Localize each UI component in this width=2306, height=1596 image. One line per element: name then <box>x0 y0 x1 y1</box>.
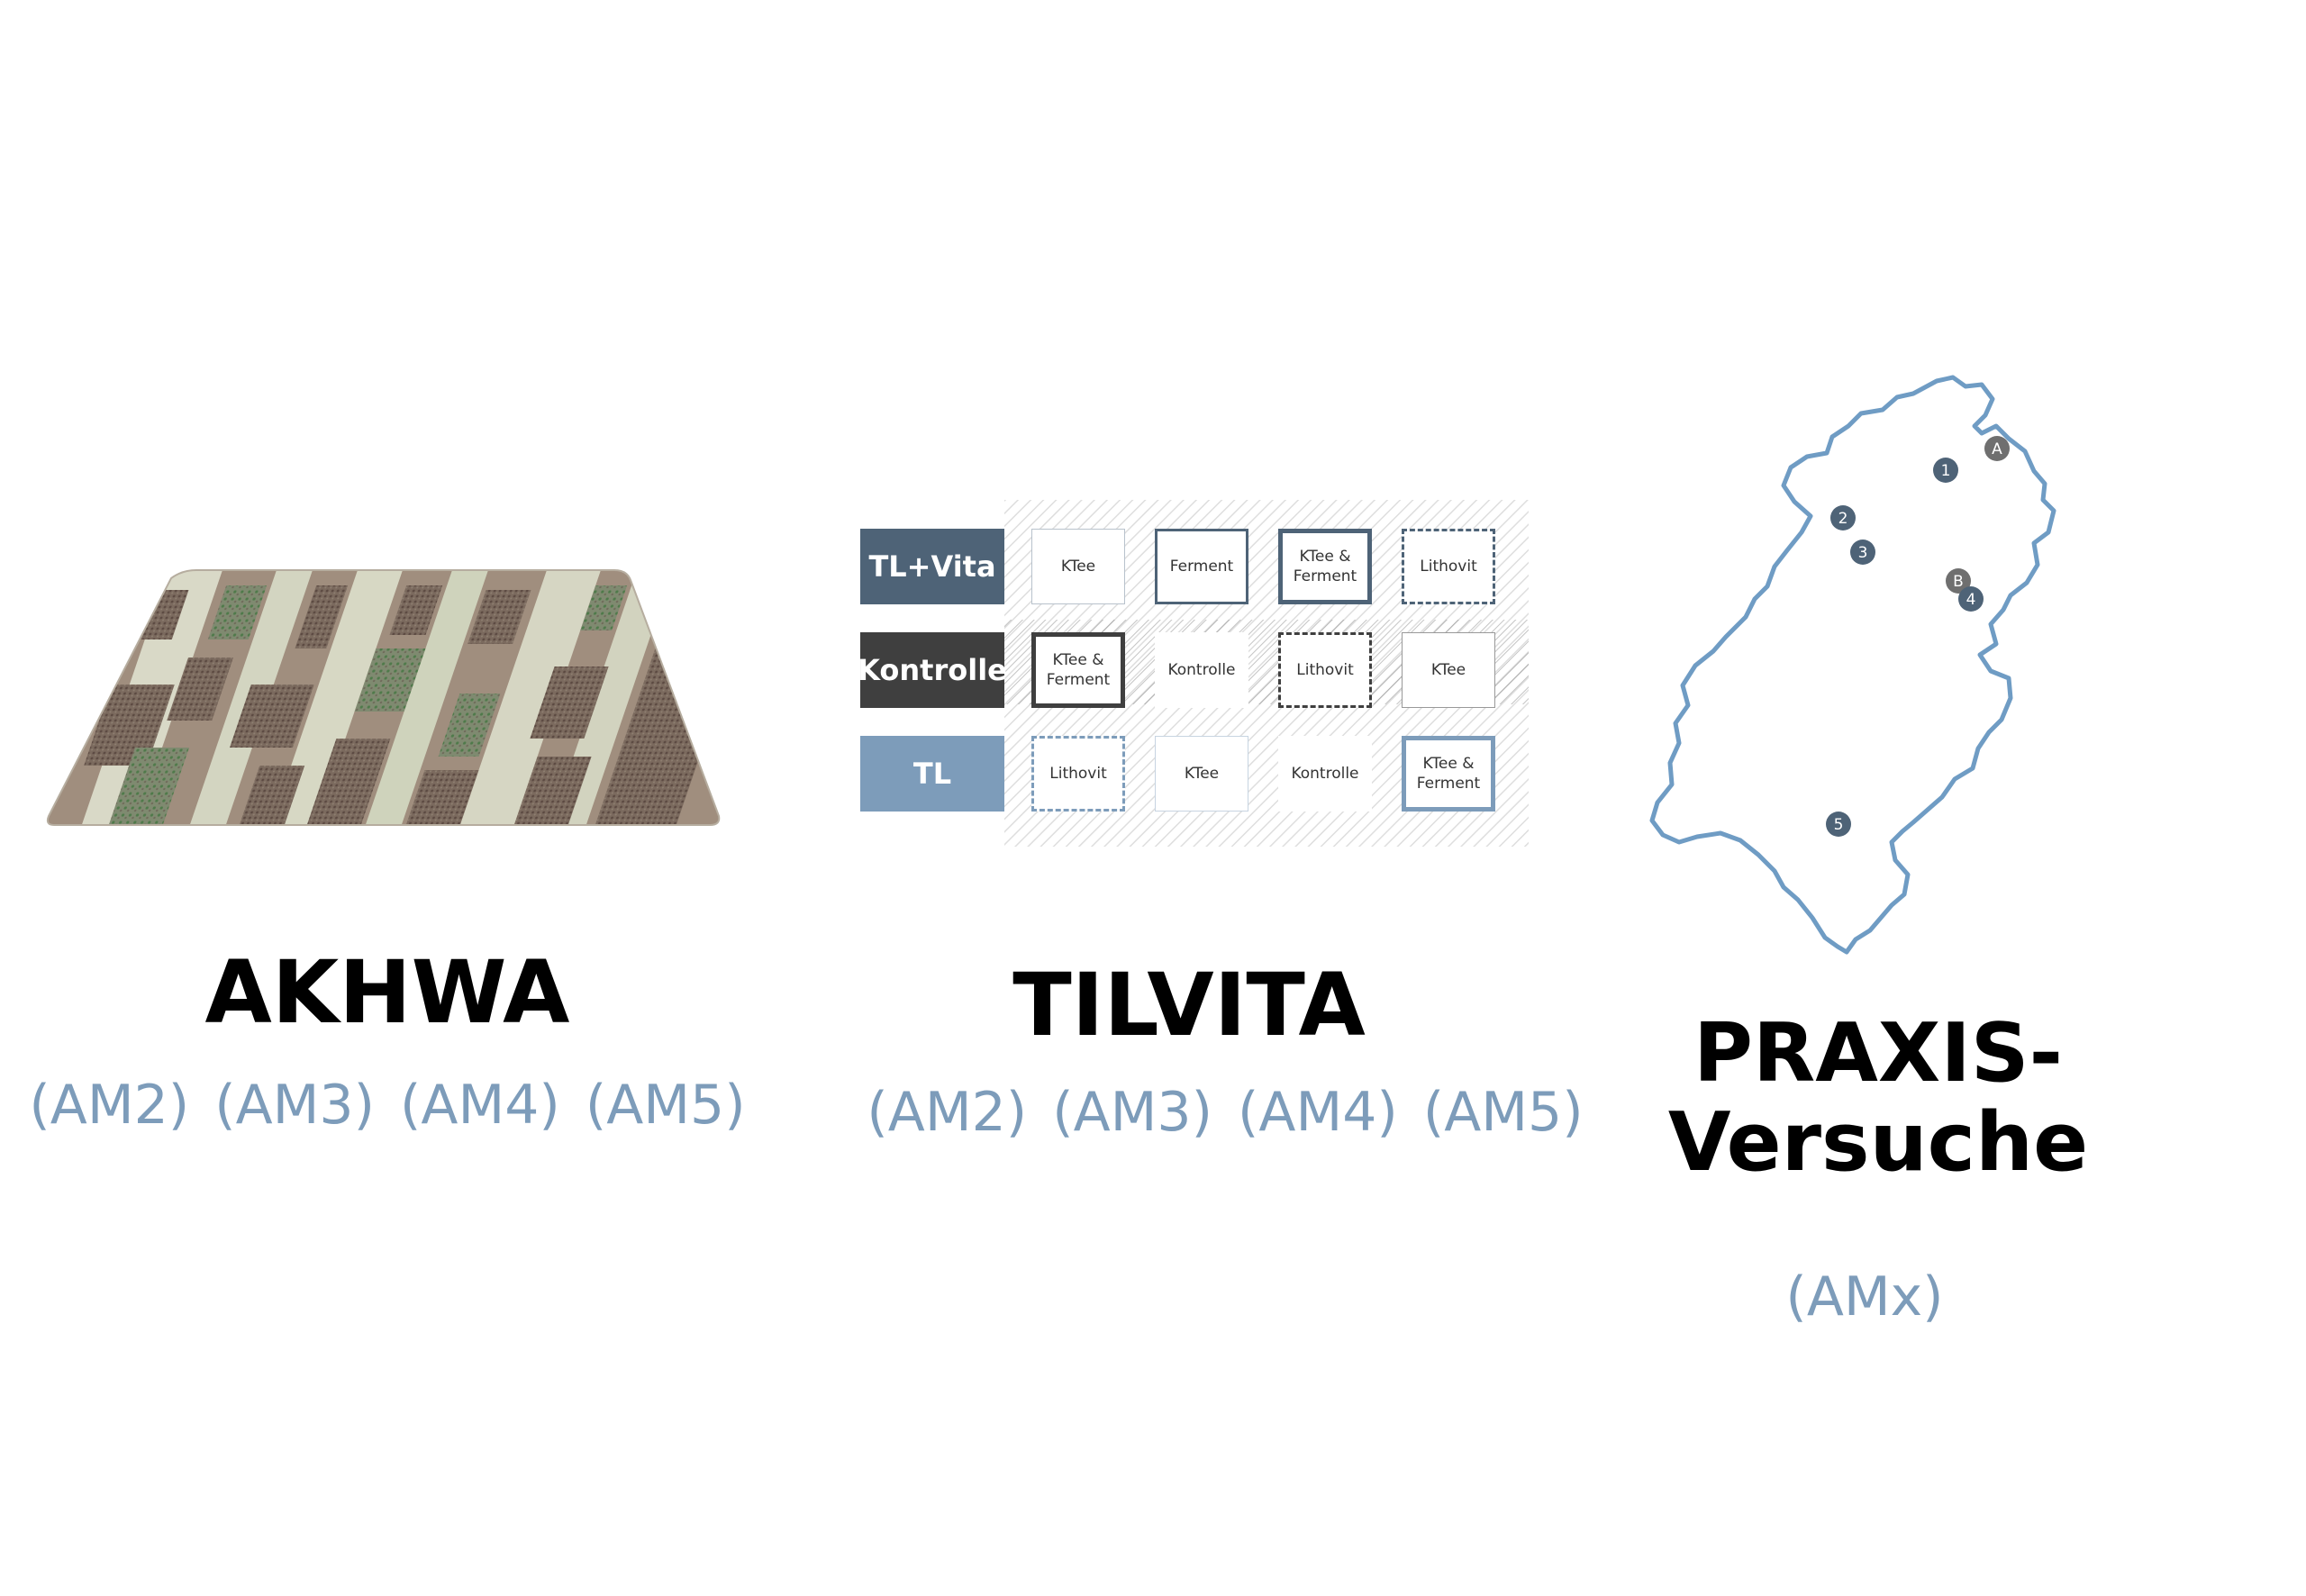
map-marker-4: 4 <box>1958 586 1984 612</box>
field-aerial-image <box>46 569 721 826</box>
marker-label: 2 <box>1838 510 1848 528</box>
tilvita-code: (AM4) <box>1238 1081 1398 1144</box>
tilvita-plot-diagram: TL+Vita Kontrolle TL KTee Ferment KTee &… <box>858 500 1545 847</box>
marker-label: B <box>1953 573 1964 591</box>
tilvita-code: (AM2) <box>867 1081 1028 1144</box>
row-label-text: Kontrolle <box>858 653 1007 687</box>
plot-ktee-ferment: KTee & Ferment <box>1031 632 1125 708</box>
row-label-text: TL <box>912 757 952 791</box>
plot-lithovit: Lithovit <box>1031 736 1125 812</box>
plot-lithovit: Lithovit <box>1278 632 1372 708</box>
plot-ktee: KTee <box>1031 529 1125 604</box>
plot-ktee-ferment: KTee & Ferment <box>1402 736 1495 812</box>
tilvita-code: (AM3) <box>1052 1081 1212 1144</box>
map-marker-a: A <box>1984 436 2010 461</box>
plot-kontrolle: Kontrolle <box>1278 736 1372 812</box>
praxis-module-code: (AMx) <box>1785 1265 1944 1328</box>
state-outline <box>1649 375 2056 955</box>
marker-label: 3 <box>1858 544 1868 562</box>
marker-label: 5 <box>1834 816 1844 834</box>
hessen-map: 1 A 2 3 B 4 5 <box>1649 375 2056 955</box>
map-marker-1: 1 <box>1933 458 1958 483</box>
tilvita-module-codes: (AM2) (AM3) (AM4) (AM5) <box>838 1081 1612 1144</box>
row-label-text: TL+Vita <box>868 549 996 584</box>
plot-ktee-ferment: KTee & Ferment <box>1278 529 1372 604</box>
akhwa-code: (AM3) <box>214 1074 375 1137</box>
marker-label: 1 <box>1941 462 1951 480</box>
map-marker-5: 5 <box>1826 812 1851 837</box>
map-marker-2: 2 <box>1830 505 1856 530</box>
plot-lithovit: Lithovit <box>1402 529 1495 604</box>
map-marker-b: B <box>1946 568 1971 594</box>
tilvita-code: (AM5) <box>1422 1081 1584 1144</box>
plot-ferment: Ferment <box>1155 529 1248 604</box>
marker-label: 4 <box>1966 591 1976 609</box>
plot-ktee: KTee <box>1402 632 1495 708</box>
akhwa-code: (AM5) <box>585 1074 746 1137</box>
row-label-tl: TL <box>860 736 1004 812</box>
praxis-title-line1: PRAXIS- <box>1693 1006 2063 1101</box>
plot-ktee: KTee <box>1155 736 1248 812</box>
row-label-kontrolle: Kontrolle <box>858 632 1007 708</box>
akhwa-title: AKHWA <box>204 942 570 1043</box>
tilvita-title: TILVITA <box>1012 955 1366 1056</box>
praxis-title-line2: Versuche <box>1667 1095 2089 1190</box>
akhwa-code: (AM2) <box>29 1074 190 1137</box>
map-marker-3: 3 <box>1850 540 1875 565</box>
praxis-title: PRAXIS- Versuche <box>1639 1009 2117 1187</box>
akhwa-module-codes: (AM2) (AM3) (AM4) (AM5) <box>0 1074 775 1137</box>
plot-kontrolle: Kontrolle <box>1155 632 1248 708</box>
row-label-tl-vita: TL+Vita <box>860 529 1004 604</box>
akhwa-code: (AM4) <box>400 1074 560 1137</box>
marker-label: A <box>1992 440 2002 458</box>
